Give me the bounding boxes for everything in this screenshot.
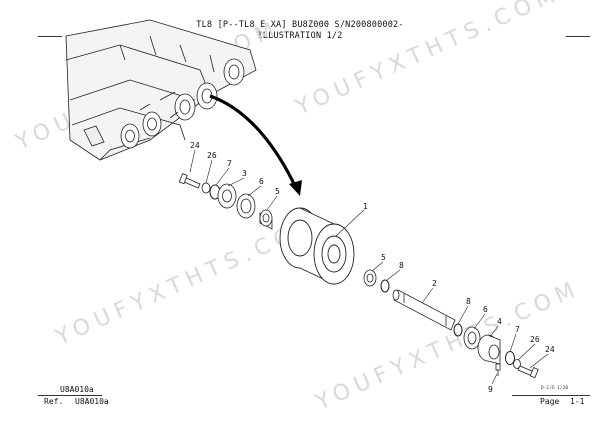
page-label: Page	[540, 397, 560, 406]
callout-numbers: 24 26 7 3 6 5 1 5 8 2 8 6 4 7 26 24 9	[190, 141, 555, 394]
footer-rule-right	[512, 395, 590, 396]
washer-26-left	[201, 182, 211, 194]
callout-24-left: 24	[190, 141, 200, 150]
watermark-text: YOUFYXTHTS.COM	[291, 0, 564, 121]
callout-6-left: 6	[259, 177, 264, 186]
seal-6-left	[236, 193, 256, 219]
callout-24-right: 24	[545, 345, 555, 354]
callout-4: 4	[497, 317, 502, 326]
callout-2: 2	[432, 279, 437, 288]
drawing-code: U8A010a	[60, 385, 94, 394]
callout-8-lower: 8	[466, 297, 471, 306]
callout-7-left: 7	[227, 159, 232, 168]
callout-1: 1	[363, 202, 368, 211]
callout-9: 9	[488, 385, 493, 394]
bushing-5-right	[363, 269, 377, 287]
detail-arrow	[209, 94, 302, 196]
header-rule-left	[38, 36, 62, 37]
callout-5-right: 5	[381, 253, 386, 262]
callout-5-left: 5	[275, 187, 280, 196]
callout-26-left: 26	[207, 151, 217, 160]
callout-3: 3	[242, 169, 247, 178]
leader-lines	[189, 149, 549, 385]
header-title-line1: TL8 [P--TL8_E-XA] BU8Z000 S/N200800002-	[196, 20, 404, 30]
date-code: D-1/G 1/20	[541, 386, 569, 391]
grease-fitting-9	[495, 363, 501, 376]
footer-rule-left	[38, 395, 102, 396]
bushing-5-left	[259, 209, 273, 230]
collar-4	[477, 334, 501, 365]
callout-7-right: 7	[515, 325, 520, 334]
track-roller-1	[279, 207, 355, 285]
callout-8-upper: 8	[399, 261, 404, 270]
header-title-line2: ILLUSTRATION 1/2	[257, 31, 343, 41]
bolt-24-left	[178, 173, 201, 189]
ring-7-right	[505, 351, 515, 365]
o-ring-8-upper	[380, 279, 390, 293]
page-value: 1-1	[570, 397, 585, 406]
bolt-24-right	[517, 365, 539, 379]
callout-6-right: 6	[483, 305, 488, 314]
shaft-2	[392, 289, 456, 331]
collar-3	[217, 183, 237, 209]
callout-26-right: 26	[530, 335, 540, 344]
seal-6-right	[463, 326, 481, 350]
header-rule-right	[566, 36, 590, 37]
washer-26-right	[513, 359, 521, 369]
undercarriage-overview	[65, 19, 257, 161]
ref-label: Ref.	[44, 397, 64, 406]
ref-value: U8A010a	[75, 397, 109, 406]
